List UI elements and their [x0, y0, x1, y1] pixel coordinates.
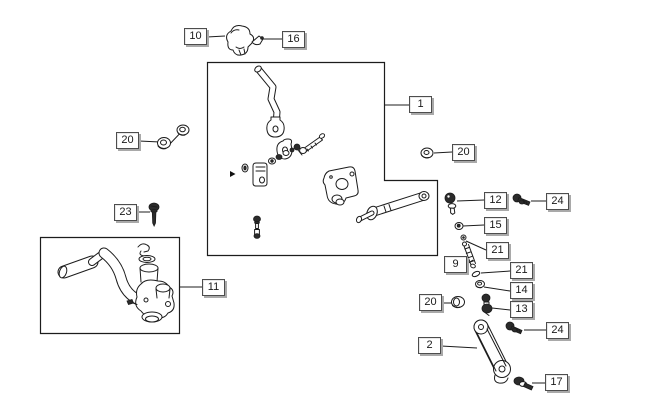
callout-11[interactable]: 11	[202, 279, 225, 296]
direction-arrow-icon	[230, 171, 236, 177]
cone-fitting-part	[251, 35, 264, 46]
small-nut-part	[454, 222, 464, 230]
callout-17[interactable]: 17	[545, 374, 568, 391]
screw-23-part	[148, 202, 160, 227]
leader-line-12	[456, 199, 485, 202]
leader-line-2	[440, 345, 478, 349]
leader-line-20-right	[433, 151, 453, 154]
callout-21-upper[interactable]: 21	[486, 242, 509, 259]
leader-line-20-left	[138, 140, 161, 143]
callout-14[interactable]: 14	[510, 282, 533, 299]
spring-rod-part	[462, 241, 476, 269]
assembly-box-11	[39, 236, 181, 335]
screw-17-part	[513, 376, 534, 391]
bolt-13-part	[481, 293, 493, 316]
screw-24-bottom-part	[505, 321, 523, 335]
link-arm-part	[473, 319, 511, 384]
leader-line-21-lower	[480, 270, 511, 274]
callout-24-bottom[interactable]: 24	[546, 322, 569, 339]
ball-pin-part	[444, 192, 457, 215]
leader-lines	[137, 35, 546, 384]
callout-20-left[interactable]: 20	[116, 132, 139, 149]
callout-16[interactable]: 16	[282, 31, 305, 48]
leader-line-15	[462, 224, 485, 227]
callout-20-bottom[interactable]: 20	[419, 294, 442, 311]
flange-nut-bottom-part	[451, 296, 465, 309]
pin-upper-part	[460, 234, 467, 241]
leader-line-10	[206, 35, 226, 38]
callout-12[interactable]: 12	[484, 192, 507, 209]
gear-knob-part	[226, 25, 255, 56]
leader-line-13	[491, 307, 511, 311]
nut-pair-part	[157, 124, 190, 150]
callout-15[interactable]: 15	[484, 217, 507, 234]
callout-13[interactable]: 13	[510, 301, 533, 318]
gear-lever-assembly	[230, 65, 430, 239]
callout-9[interactable]: 9	[444, 256, 467, 273]
screw-24-top-part	[512, 193, 531, 206]
callout-23[interactable]: 23	[114, 204, 137, 221]
callout-10[interactable]: 10	[184, 28, 207, 45]
callout-20-right[interactable]: 20	[452, 144, 475, 161]
assembly-box-1	[206, 61, 439, 257]
leader-line-14	[483, 286, 511, 292]
leader-line-21-upper	[465, 240, 487, 251]
flange-nut-14-part	[475, 280, 485, 289]
callout-2[interactable]: 2	[418, 337, 441, 354]
clip-ring-part	[471, 270, 481, 278]
flange-nut-right-part	[420, 147, 434, 159]
callout-24-top[interactable]: 24	[546, 193, 569, 210]
callout-1[interactable]: 1	[409, 96, 432, 113]
callout-21-lower[interactable]: 21	[510, 262, 533, 279]
gear-pedal-assembly	[57, 243, 175, 323]
